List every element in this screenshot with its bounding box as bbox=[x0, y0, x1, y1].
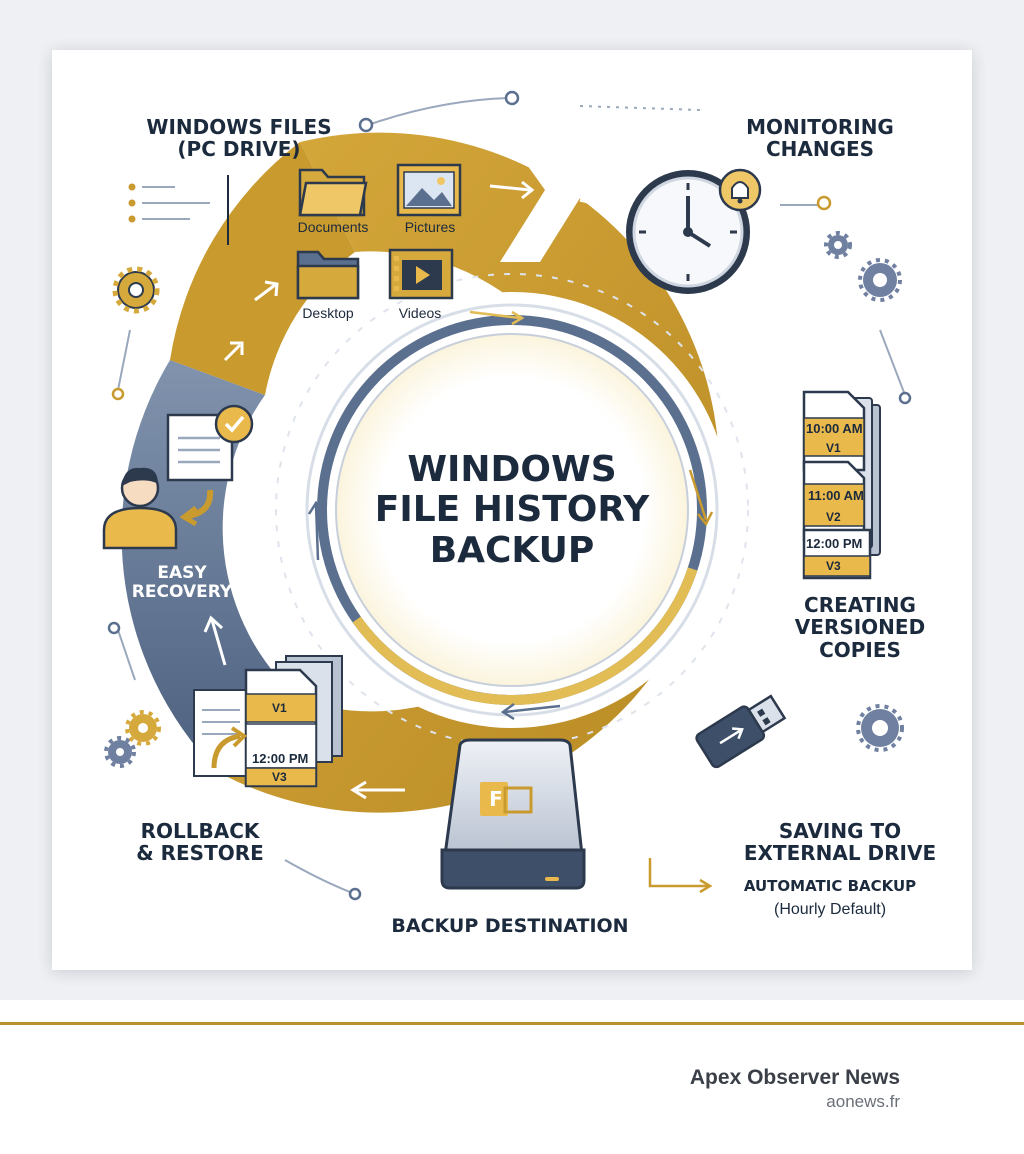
version-time-3: 12:00 PM bbox=[806, 536, 863, 551]
step-destination-label: BACKUP DESTINATION bbox=[391, 915, 629, 937]
step-automatic-label: AUTOMATIC BACKUP bbox=[743, 877, 917, 895]
list-lines-icon bbox=[128, 183, 210, 223]
step-versioned-label: CREATING VERSIONED COPIES bbox=[794, 593, 926, 662]
picture-folder-icon bbox=[396, 163, 462, 217]
footer-divider bbox=[0, 1022, 1024, 1025]
user-icon bbox=[102, 467, 178, 550]
folder-desktop-label: Desktop bbox=[302, 305, 354, 321]
version-label-3: V3 bbox=[826, 559, 841, 573]
step-windows-files-label: WINDOWS FILES (PC DRIVE) bbox=[146, 115, 332, 162]
document-stack-icon bbox=[802, 390, 881, 580]
folder-documents-label: Documents bbox=[297, 219, 369, 235]
folder-icon bbox=[296, 250, 360, 300]
restore-version-time: 12:00 PM bbox=[252, 751, 309, 766]
flow-arrows bbox=[203, 180, 792, 826]
drive-letter: F bbox=[489, 787, 503, 811]
diagram-title: WINDOWS FILE HISTORY BACKUP bbox=[374, 449, 650, 571]
document-stack-icon bbox=[193, 655, 343, 788]
version-time-2: 11:00 AM bbox=[808, 488, 864, 503]
footer bbox=[0, 1000, 1024, 1154]
brand-name: Apex Observer News bbox=[689, 1066, 900, 1089]
backup-cycle-diagram bbox=[102, 90, 912, 901]
restore-version-label-1: V1 bbox=[272, 701, 287, 715]
step-rollback-label: ROLLBACK & RESTORE bbox=[136, 819, 264, 866]
document-checked-icon bbox=[166, 404, 254, 527]
version-label-1: V1 bbox=[826, 441, 841, 455]
step-saving-label: SAVING TO EXTERNAL DRIVE bbox=[743, 819, 937, 866]
folder-videos-label: Videos bbox=[398, 305, 442, 321]
restore-version-label-3: V3 bbox=[272, 770, 287, 784]
bell-icon bbox=[718, 168, 762, 212]
version-label-2: V2 bbox=[826, 510, 841, 524]
step-automatic-note: (Hourly Default) bbox=[773, 901, 887, 918]
brand-url: aonews.fr bbox=[826, 1092, 900, 1111]
folder-pictures-label: Pictures bbox=[404, 219, 456, 235]
step-monitoring-label: MONITORING CHANGES bbox=[746, 115, 894, 162]
usb-drive-icon bbox=[695, 694, 787, 769]
clock-icon bbox=[626, 170, 750, 294]
step-recovery-label: EASY RECOVERY bbox=[131, 563, 233, 603]
version-time-1: 10:00 AM bbox=[806, 421, 863, 436]
video-folder-icon bbox=[388, 248, 454, 300]
folder-icon bbox=[298, 168, 368, 217]
external-drive-icon bbox=[440, 738, 586, 890]
